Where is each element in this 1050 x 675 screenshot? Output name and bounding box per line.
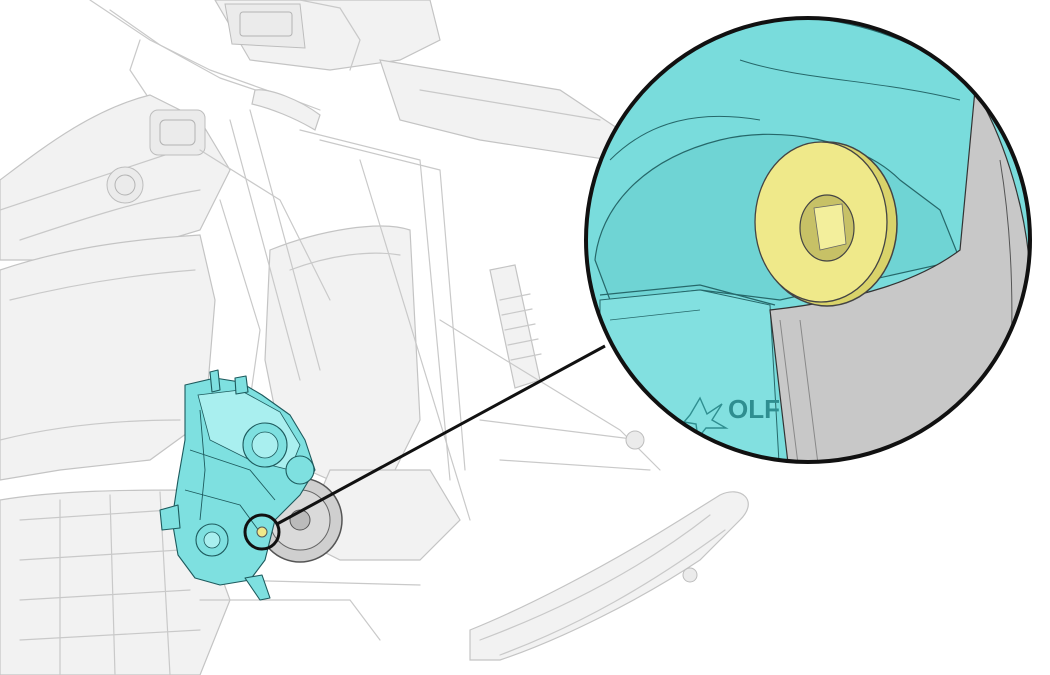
snowmobile-ghost-outline (0, 0, 749, 675)
leader-line (276, 344, 606, 526)
magnifier-ring (584, 16, 1032, 464)
callout-leader (243, 344, 606, 551)
detail-view: OLF (584, 16, 1032, 464)
housing-emblem: OLF (682, 394, 780, 440)
gearcase-highlight (159, 369, 316, 601)
drain-plug (754, 141, 898, 307)
callout-small-circle (243, 513, 281, 551)
emblem-text: OLF (728, 394, 780, 424)
